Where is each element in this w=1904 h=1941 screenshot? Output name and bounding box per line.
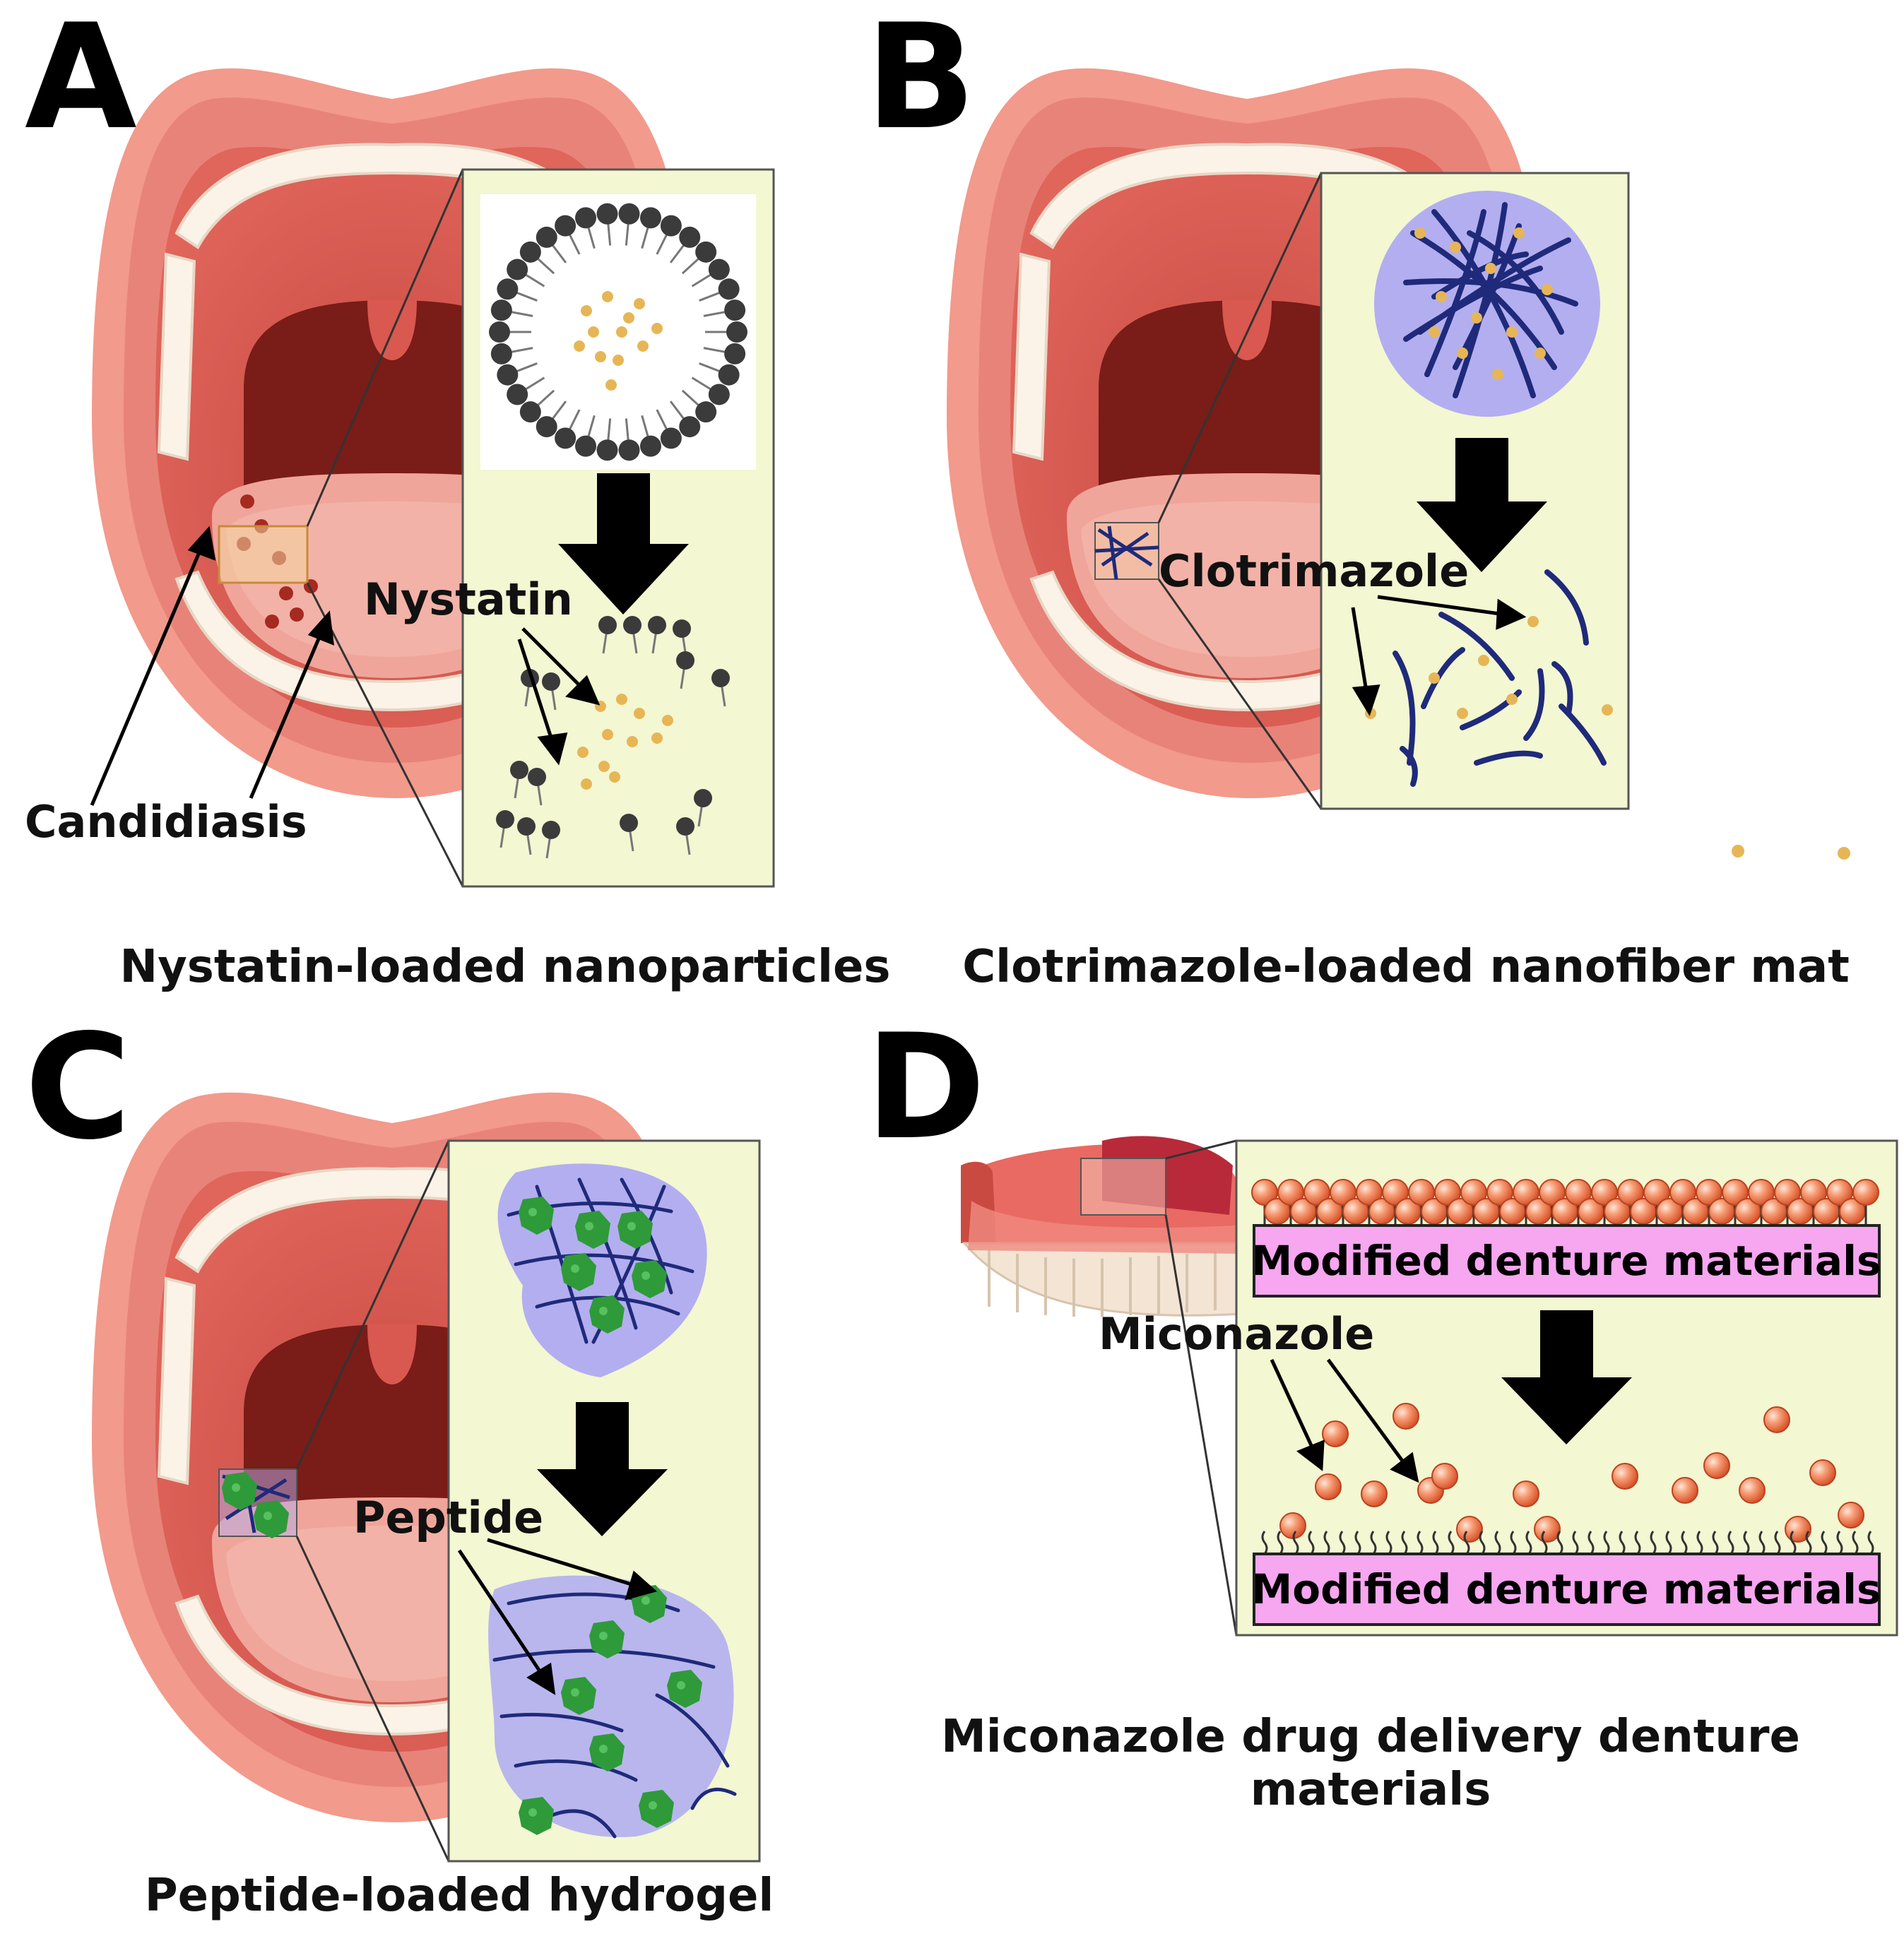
mini-fibers-b: [1094, 526, 1159, 580]
denture-box-bottom-label: Modified denture materials: [1252, 1565, 1881, 1613]
clotrimazole-label: Clotrimazole: [1159, 545, 1469, 597]
clotrimazole-arrows: [1351, 595, 1527, 716]
hydrogel-network-bottom: [492, 1585, 737, 1839]
down-arrow-a: [558, 473, 689, 615]
panel-d-letter: D: [865, 1004, 986, 1172]
nystatin-label: Nystatin: [364, 574, 573, 625]
caption-d-line1: Miconazole drug delivery denture: [941, 1711, 1800, 1763]
liposome: [489, 203, 747, 461]
mini-hydrogel-c: [222, 1472, 290, 1538]
hydrogel-bottom: [488, 1575, 734, 1837]
zoom-region-a: [218, 525, 309, 584]
panel-a-letter: A: [25, 0, 137, 162]
miconazole-arrows: [1270, 1358, 1419, 1483]
denture-box-top: [1253, 1224, 1881, 1298]
candidiasis-arrows: [90, 526, 335, 806]
miconazole-label: Miconazole: [1099, 1308, 1374, 1360]
down-arrow-b: [1417, 438, 1547, 572]
released-fibers: [1365, 569, 1613, 787]
candidiasis-label: Candidiasis: [25, 796, 307, 848]
caption-c: Peptide-loaded hydrogel: [145, 1870, 774, 1922]
bound-miconazole-spheres: [1251, 1179, 1879, 1225]
released-miconazole-spheres: [1279, 1403, 1864, 1543]
caption-a: Nystatin-loaded nanoparticles: [120, 941, 891, 993]
hydrogel-network-top: [507, 1177, 694, 1344]
surface-chains: [1261, 1531, 1874, 1555]
panel-d: D Modified denture materials Modified de…: [865, 1004, 1898, 1816]
caption-d-line2: materials: [1250, 1764, 1491, 1816]
zoom-region-d: [1080, 1158, 1166, 1216]
down-arrow-d: [1501, 1310, 1632, 1444]
panel-c: C Peptide Peptide-loaded hydrogel: [25, 1004, 774, 1922]
released-lipids: [496, 616, 730, 859]
nystatin-arrows: [517, 627, 601, 766]
peptide-label: Peptide: [353, 1492, 543, 1543]
stray-drug-dots: [1732, 845, 1850, 860]
nanofiber-tangle: [1403, 202, 1578, 398]
caption-b: Clotrimazole-loaded nanofiber mat: [962, 941, 1850, 993]
denture-box-bottom: [1253, 1553, 1881, 1626]
peptide-arrows: [457, 1538, 658, 1695]
panel-b: B Clotrimazole Clotrimazole-loaded nanof…: [865, 0, 1850, 993]
panel-a: A Nystatin Candidiasis Nystatin-loaded n…: [25, 0, 890, 993]
panel-b-letter: B: [865, 0, 976, 162]
down-arrow-c: [537, 1402, 668, 1536]
denture-box-top-label: Modified denture materials: [1252, 1237, 1881, 1285]
panel-c-letter: C: [25, 1004, 131, 1172]
denture-illustration: [961, 1136, 1245, 1317]
